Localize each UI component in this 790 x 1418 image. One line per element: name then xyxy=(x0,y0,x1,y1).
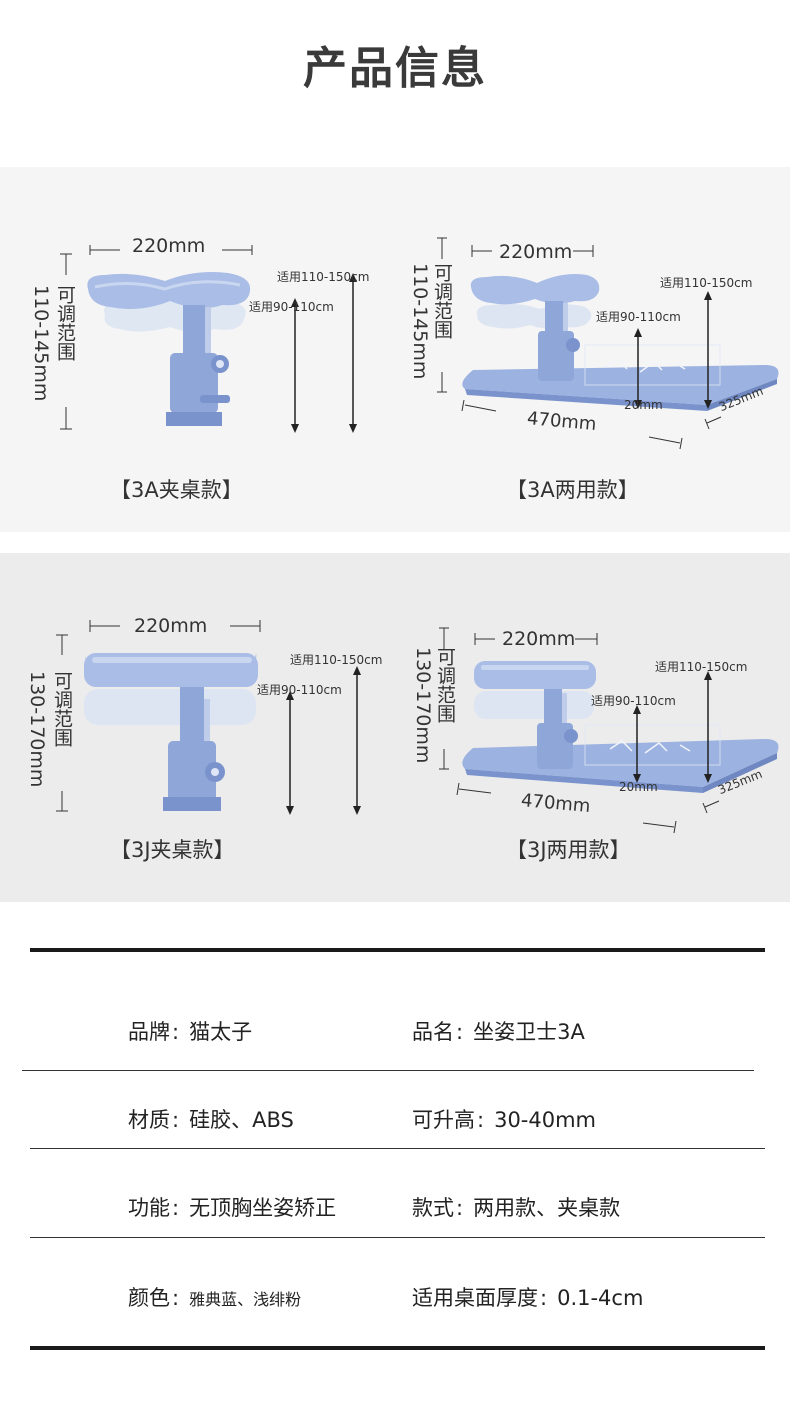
range-label: 110-145mm xyxy=(409,263,431,380)
adjust-label: 可调范围 xyxy=(434,647,456,723)
spec-row-divider xyxy=(30,1237,765,1238)
product-panel-3a xyxy=(0,167,790,532)
width-label: 220mm xyxy=(134,615,208,637)
adjust-label: 可调范围 xyxy=(431,263,453,339)
product-caption: 【3A夹桌款】 xyxy=(110,478,243,502)
page-title: 产品信息 xyxy=(303,43,487,94)
product-3j-clamp: 220mm 可调范围 130-170mm 适用110-150cm 适用90-11… xyxy=(0,553,395,902)
spec-function: 功能:无顶胸坐姿矫正 xyxy=(128,1196,337,1220)
width-label: 220mm xyxy=(499,241,573,263)
product-caption: 【3J夹桌款】 xyxy=(110,838,235,862)
fit-low-label: 适用90-110cm xyxy=(249,300,334,314)
spec-lift: 可升高:30-40mm xyxy=(412,1108,597,1132)
fit-low-label: 适用90-110cm xyxy=(257,683,342,697)
spec-table-top-rule xyxy=(30,948,765,952)
spec-row-divider xyxy=(22,1070,754,1071)
fit-high-label: 适用110-150cm xyxy=(290,653,383,667)
spec-row-divider xyxy=(30,1148,765,1149)
spec-name: 品名:坐姿卫士3A xyxy=(412,1020,585,1044)
product-3j-dual-drawing xyxy=(439,627,779,834)
adjust-label: 可调范围 xyxy=(51,671,73,747)
board-thickness-label: 20mm xyxy=(624,398,663,412)
width-label: 220mm xyxy=(132,235,206,257)
fit-high-label: 适用110-150cm xyxy=(277,270,370,284)
adjust-label: 可调范围 xyxy=(54,285,76,361)
product-caption: 【3J两用款】 xyxy=(506,838,631,862)
product-panel-3j xyxy=(0,553,790,902)
spec-color: 颜色:雅典蓝、浅绯粉 xyxy=(128,1286,302,1310)
product-caption: 【3A两用款】 xyxy=(506,478,639,502)
product-3a-clamp: 220mm 可调范围 110-145mm 适用110-150cm 适用90-11… xyxy=(0,167,395,532)
fit-high-label: 适用110-150cm xyxy=(660,276,753,290)
board-thickness-label: 20mm xyxy=(619,780,658,794)
spec-table-bottom-rule xyxy=(30,1346,765,1350)
range-label: 110-145mm xyxy=(30,285,52,402)
product-3j-clamp-drawing xyxy=(56,620,361,815)
fit-low-label: 适用90-110cm xyxy=(596,310,681,324)
spec-desk-thickness: 适用桌面厚度:0.1-4cm xyxy=(412,1286,644,1310)
product-3a-dual-drawing xyxy=(437,237,779,450)
spec-brand: 品牌:猫太子 xyxy=(128,1020,253,1044)
fit-high-label: 适用110-150cm xyxy=(655,660,748,674)
product-3a-dual: 220mm 可调范围 110-145mm 适用110-150cm 适用90-11… xyxy=(395,167,790,532)
width-label: 220mm xyxy=(502,628,576,650)
range-label: 130-170mm xyxy=(26,671,48,788)
product-3j-dual: 220mm 可调范围 130-170mm 适用110-150cm 适用90-11… xyxy=(395,553,790,902)
spec-material: 材质:硅胶、ABS xyxy=(128,1108,294,1132)
spec-style: 款式:两用款、夹桌款 xyxy=(412,1196,621,1220)
range-label: 130-170mm xyxy=(412,647,434,764)
product-3a-clamp-drawing xyxy=(60,245,357,433)
fit-low-label: 适用90-110cm xyxy=(591,694,676,708)
